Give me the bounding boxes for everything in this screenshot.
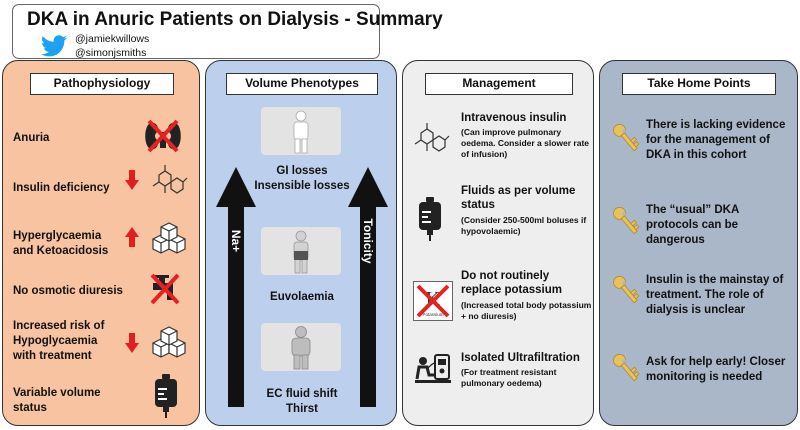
phenotype-hypovolaemic-label: GI losses Insensible losses [254, 165, 350, 192]
management-header: Management [425, 73, 573, 95]
sodium-arrow-label: Na+ [229, 229, 243, 253]
management-item-3-title: Do not routinely replace potassium [461, 270, 562, 296]
insulin-molecule-icon [414, 123, 450, 152]
arrow-down-icon [125, 170, 139, 190]
patho-item-hypoglycaemia-risk: Increased risk of Hypoglycaemia with tre… [13, 320, 105, 362]
phenotype-euvolaemic-figure [261, 227, 341, 275]
take-home-panel: Take Home Points There is lacking eviden… [599, 60, 798, 426]
management-item-2-sub: (Consider 250-500ml boluses if hypovolae… [461, 215, 587, 236]
iv-bag-icon [155, 374, 177, 418]
sugar-cubes-icon [152, 326, 186, 358]
dialysis-machine-icon [415, 354, 451, 383]
kidney-crossed-icon [145, 119, 181, 153]
phenotype-overloaded-figure [261, 323, 341, 371]
patho-item-no-osmotic-diuresis: No osmotic diuresis [13, 285, 123, 297]
phenotype-overloaded-label: EC fluid shift Thirst [266, 388, 338, 415]
potassium-name: Potassium [422, 312, 444, 317]
potassium-crossed-icon: K Potassium [413, 281, 453, 321]
sodium-arrow-icon [216, 167, 256, 407]
management-item-1-title: Intravenous insulin [461, 112, 567, 124]
title-box: DKA in Anuric Patients on Dialysis - Sum… [12, 4, 443, 59]
management-item-4-title: Isolated Ultrafiltration [461, 352, 580, 364]
key-icon [613, 123, 640, 152]
patho-item-hyperglycaemia: Hyperglycaemia and Ketoacidosis [13, 230, 109, 257]
tonicity-arrow-icon [348, 167, 388, 407]
tonicity-arrow-label: Tonicity [361, 218, 375, 264]
management-item-4-sub: (For treatment resistant pulmonary oedem… [461, 367, 557, 388]
take-home-point-1: There is lacking evidence for the manage… [646, 119, 786, 161]
key-icon [613, 206, 640, 235]
management-item-2-title: Fluids as per volume status [461, 185, 576, 211]
phenotype-hypovolaemic-figure [261, 107, 341, 155]
management-panel: Management Intravenous insulin (Can impr… [402, 60, 594, 426]
sugar-cubes-icon [152, 222, 186, 254]
pathophysiology-panel: Pathophysiology Anuria Insulin deficienc… [2, 60, 200, 426]
twitter-handle-1: @jamiekwillows [75, 33, 150, 45]
arrow-down-icon [125, 333, 139, 353]
iv-bag-icon [419, 197, 441, 241]
insulin-molecule-icon [152, 165, 188, 194]
arrow-up-icon [125, 227, 139, 247]
management-item-1-sub: (Can improve pulmonary oedema. Consider … [461, 127, 590, 159]
take-home-point-2: The “usual” DKA protocols can be dangero… [646, 204, 739, 246]
volume-phenotypes-header: Volume Phenotypes [226, 73, 378, 95]
key-icon [613, 275, 640, 304]
twitter-icon [41, 35, 67, 57]
tap-crossed-icon [150, 273, 180, 305]
take-home-header: Take Home Points [622, 73, 776, 95]
pathophysiology-header: Pathophysiology [30, 73, 174, 95]
management-item-3-sub: (Increased total body potassium + no diu… [461, 300, 592, 321]
twitter-handle-2: @simonjsmiths [75, 47, 147, 59]
patho-item-insulin-deficiency: Insulin deficiency [13, 182, 110, 194]
key-icon [613, 353, 640, 382]
volume-phenotypes-panel: Volume Phenotypes Na+ Tonicity GI losses… [205, 60, 397, 426]
phenotype-euvolaemic-label: Euvolaemia [270, 291, 334, 303]
patho-item-variable-volume: Variable volume status [13, 387, 101, 414]
page-title: DKA in Anuric Patients on Dialysis - Sum… [27, 9, 443, 30]
patho-item-anuria: Anuria [13, 132, 50, 144]
take-home-point-3: Insulin is the mainstay of treatment. Th… [646, 274, 784, 316]
take-home-point-4: Ask for help early! Closer monitoring is… [646, 356, 786, 383]
